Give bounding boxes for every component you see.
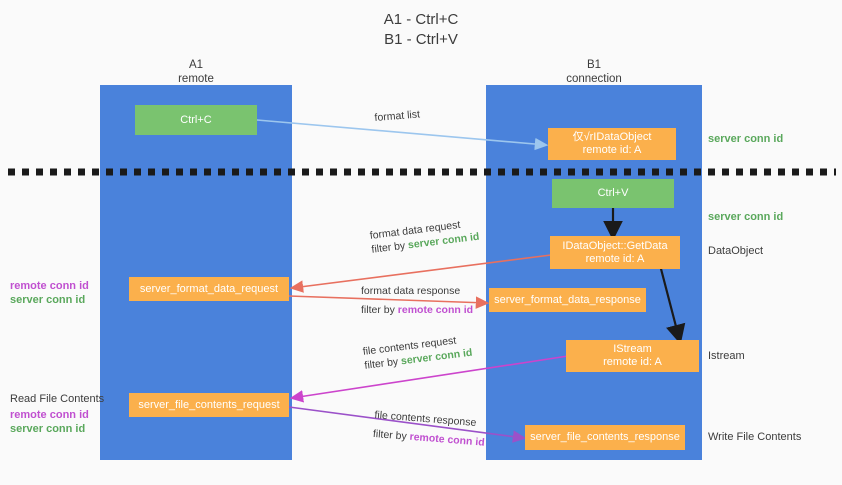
label-server-conn-id-top: server conn id	[708, 133, 784, 145]
box-ctrl-c-label: Ctrl+C	[180, 113, 212, 126]
lane-b1-sub: connection	[566, 73, 622, 85]
edge-file-contents-response-filter-value: remote conn id	[409, 430, 486, 449]
box-getdata-line1: IDataObject::GetData	[562, 239, 668, 252]
box-server-format-data-response[interactable]: server_format_data_response	[489, 288, 646, 312]
label-server-conn-id-left-1: server conn id	[10, 294, 86, 306]
lane-a1-sub: remote	[178, 73, 214, 85]
edge-label-file-contents-request: file contents request filter by server c…	[362, 332, 473, 373]
label-istream: Istream	[708, 350, 745, 362]
box-getdata-line2: remote id: A	[585, 252, 645, 265]
edge-format-data-response-line2: filter by remote conn id	[361, 303, 473, 317]
arrow-format-list	[256, 119, 549, 151]
edge-format-data-request-filter-prefix: filter by	[370, 239, 409, 256]
box-idataobject-line1: 仅√rIDataObject	[572, 131, 652, 143]
label-server-conn-id-left-2: server conn id	[10, 423, 86, 435]
box-server-file-contents-request-label: server_file_contents_request	[138, 398, 280, 411]
box-idataobject[interactable]: 仅√rIDataObject remote id: A	[548, 128, 676, 160]
arrow-file-contents-request	[289, 355, 569, 403]
label-server-conn-id-mid: server conn id	[708, 211, 784, 223]
edge-format-data-response-filter-prefix: filter by	[361, 304, 398, 316]
arrow-format-data-response	[288, 295, 490, 309]
edge-label-format-data-request: format data request filter by server con…	[369, 216, 480, 257]
arrow-format-data-request	[289, 254, 552, 293]
edge-label-format-list: format list	[374, 108, 421, 124]
left-read-file-contents-block: Read File Contents remote conn id server…	[10, 392, 104, 436]
edge-format-data-response-filter-value: remote conn id	[397, 304, 474, 316]
box-istream-line2: remote id: A	[603, 356, 662, 368]
lane-a1-name: A1	[188, 59, 204, 71]
box-server-format-data-request[interactable]: server_format_data_request	[129, 277, 289, 301]
box-istream-line1: IStream	[613, 343, 652, 355]
label-read-file-contents: Read File Contents	[10, 393, 105, 405]
edge-file-contents-response-filter-prefix: filter by	[372, 427, 411, 443]
label-write-file-contents: Write File Contents	[708, 431, 802, 443]
box-server-format-data-response-label: server_format_data_response	[494, 293, 641, 306]
box-idataobject-line2: remote id: A	[582, 144, 642, 156]
box-server-file-contents-request[interactable]: server_file_contents_request	[129, 393, 289, 417]
box-ctrl-v[interactable]: Ctrl+V	[552, 179, 674, 208]
page-title: A1 - Ctrl+C B1 - Ctrl+V	[0, 10, 842, 50]
box-ctrl-c[interactable]: Ctrl+C	[135, 105, 257, 135]
box-server-format-data-request-label: server_format_data_request	[139, 282, 279, 295]
title-line-2: B1 - Ctrl+V	[384, 31, 458, 48]
arrow-getdata-to-istream	[658, 264, 686, 345]
lane-header-b1: B1 connection	[514, 58, 674, 86]
lane-b1-name: B1	[586, 59, 602, 71]
left-conn-ids-1: remote conn id server conn id	[10, 279, 89, 307]
box-ctrl-v-label: Ctrl+V	[597, 187, 629, 199]
edge-file-contents-request-filter-prefix: filter by	[363, 355, 402, 372]
box-istream[interactable]: IStream remote id: A	[566, 340, 699, 372]
label-remote-conn-id-1: remote conn id	[10, 280, 89, 292]
box-server-file-contents-response[interactable]: server_file_contents_response	[525, 425, 685, 450]
box-idataobject-getdata[interactable]: IDataObject::GetData remote id: A	[550, 236, 680, 269]
lane-header-a1: A1 remote	[116, 58, 276, 86]
label-remote-conn-id-2: remote conn id	[10, 409, 89, 421]
edge-format-data-response-line1: format data response	[361, 285, 461, 297]
arrow-file-contents-response	[288, 406, 527, 443]
edge-label-file-contents-response: file contents response filter by remote …	[372, 408, 486, 450]
title-line-1: A1 - Ctrl+C	[383, 11, 459, 28]
edge-label-format-data-response: format data response filter by remote co…	[361, 284, 473, 317]
label-dataobject: DataObject	[708, 245, 764, 257]
edge-file-contents-response-line2: filter by remote conn id	[372, 427, 485, 450]
box-server-file-contents-response-label: server_file_contents_response	[530, 431, 680, 443]
